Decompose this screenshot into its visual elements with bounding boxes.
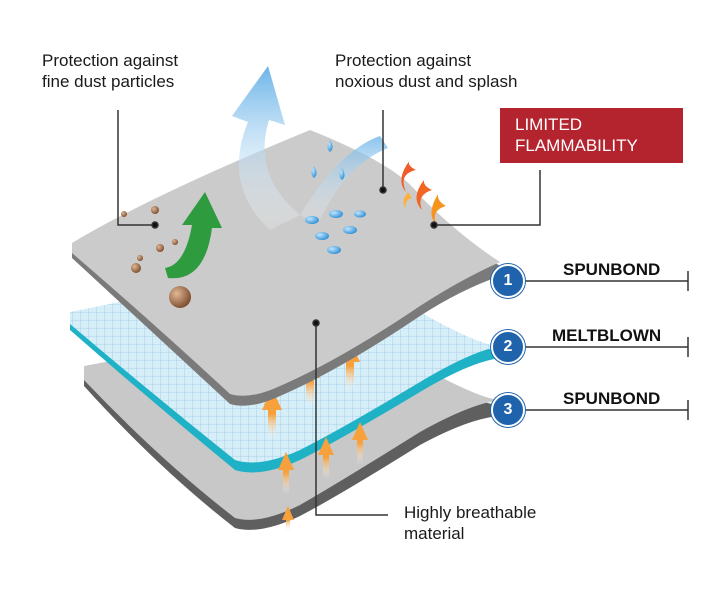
layer-1-label: SPUNBOND bbox=[563, 260, 661, 279]
noxious-dust-callout: Protection against noxious dust and spla… bbox=[335, 50, 517, 92]
noxious-callout-line-2: noxious dust and splash bbox=[335, 72, 518, 91]
layer-2-number-badge: 2 bbox=[491, 330, 525, 364]
layer-3-number-badge: 3 bbox=[491, 393, 525, 427]
dust-particles-icon bbox=[121, 206, 191, 308]
layer-1-spunbond bbox=[72, 130, 500, 406]
flammability-badge: LIMITED FLAMMABILITY bbox=[500, 108, 683, 163]
flammability-line-2: FLAMMABILITY bbox=[515, 136, 638, 155]
breathable-callout-line-1: Highly breathable bbox=[404, 503, 537, 522]
fine-dust-callout: Protection against fine dust particles bbox=[42, 50, 178, 92]
flammability-line-1: LIMITED bbox=[515, 115, 583, 134]
flame-icon bbox=[401, 160, 446, 224]
fine-dust-callout-line-2: fine dust particles bbox=[42, 72, 175, 91]
noxious-callout-line-1: Protection against bbox=[335, 51, 472, 70]
water-drop-icon bbox=[305, 140, 366, 254]
leader-lines bbox=[117, 110, 689, 516]
breathable-callout: Highly breathable material bbox=[404, 502, 536, 544]
layer-2-label: MELTBLOWN bbox=[552, 326, 662, 345]
air-flow-arrow-icon bbox=[165, 192, 222, 279]
air-flow-arrow-icon bbox=[232, 66, 388, 230]
breathable-callout-line-2: material bbox=[404, 524, 465, 543]
layer-1-number-badge: 1 bbox=[491, 264, 525, 298]
fine-dust-callout-line-1: Protection against bbox=[42, 51, 179, 70]
layer-3-label: SPUNBOND bbox=[563, 389, 661, 408]
